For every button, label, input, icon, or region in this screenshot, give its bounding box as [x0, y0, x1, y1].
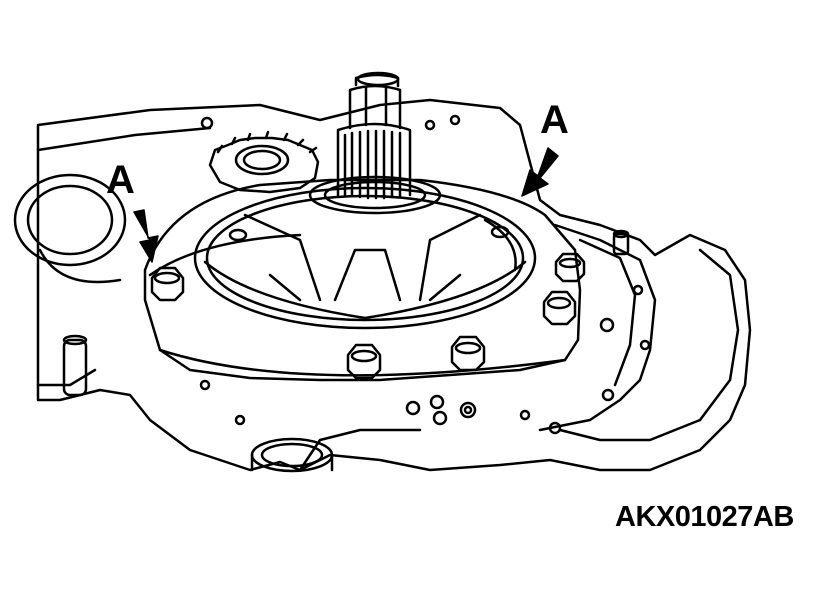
bolt: [346, 343, 382, 380]
oil-pump-body: [143, 178, 582, 382]
pin: [612, 229, 630, 256]
callout-label-right: A: [540, 98, 569, 142]
figure-code: AKX01027AB: [615, 501, 794, 533]
left-bore: [13, 173, 127, 397]
callout-arrows: [133, 147, 559, 263]
case-holes: [199, 114, 651, 435]
bolts: [150, 229, 630, 380]
gear: [208, 130, 320, 194]
input-shaft: [308, 71, 442, 215]
arrow-right: [521, 147, 559, 197]
bolt: [554, 252, 586, 283]
arrow-left: [133, 209, 159, 263]
bolt: [150, 266, 185, 302]
callout-label-left: A: [106, 158, 135, 202]
lower-boss: [250, 437, 334, 473]
bolt: [450, 335, 486, 372]
bolt: [542, 290, 577, 326]
